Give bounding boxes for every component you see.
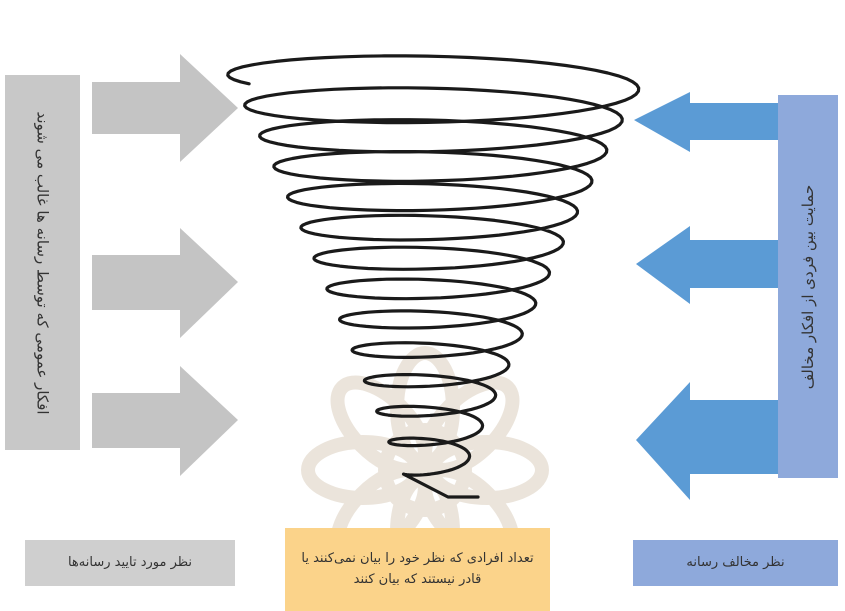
- spiral-funnel: [226, 54, 641, 499]
- bottom-right-label: نظر مخالف رسانه: [686, 554, 785, 570]
- right-arrow-1: [634, 92, 778, 152]
- left-public-opinion-box: افکار عمومی که توسط رسانه ها غالب می شون…: [5, 75, 80, 450]
- left-arrows: [92, 54, 238, 476]
- bottom-center-box: تعداد افرادی که نظر خود را بیان نمی‌کنند…: [285, 528, 550, 611]
- watermark-petal: [418, 375, 520, 477]
- right-support-box: حمایت بین فردی از افکار مخالف: [778, 95, 838, 478]
- bottom-left-label: نظر مورد تایید رسانه‌ها: [67, 554, 193, 570]
- right-arrow-3: [636, 382, 778, 500]
- right-arrows: [634, 92, 778, 500]
- left-arrow-3: [92, 366, 238, 476]
- left-arrow-2: [92, 228, 238, 338]
- bottom-right-box: نظر مخالف رسانه: [633, 540, 838, 586]
- bottom-center-label: تعداد افرادی که نظر خود را بیان نمی‌کنند…: [301, 550, 534, 587]
- watermark-ring: [378, 423, 472, 517]
- left-arrow-1: [92, 54, 238, 162]
- right-arrow-2: [636, 226, 778, 304]
- bottom-left-box: نظر مورد تایید رسانه‌ها: [25, 540, 235, 586]
